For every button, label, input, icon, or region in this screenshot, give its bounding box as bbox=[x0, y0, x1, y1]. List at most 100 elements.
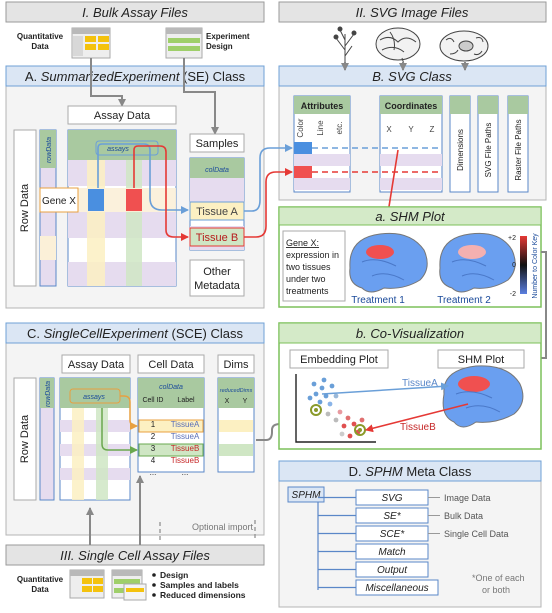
svg-paths-label: SVG File Paths bbox=[484, 123, 493, 178]
cell-id-header: Cell ID bbox=[142, 397, 163, 404]
reduced-dims-tag: reducedDims bbox=[220, 388, 253, 394]
sphm-root-box bbox=[287, 486, 325, 503]
color-key-label: Number to Color Key bbox=[532, 233, 539, 299]
covis-title: b. Co-Visualization bbox=[356, 326, 464, 341]
sphm-title: D. SPHM Meta Class bbox=[349, 464, 472, 479]
dimensions-column: Dimensions bbox=[449, 95, 471, 193]
sphm-slot-label: SCE* bbox=[380, 529, 406, 540]
sc-files-header bbox=[5, 544, 265, 566]
sce-rowdata-column: rowData bbox=[39, 377, 55, 501]
experiment-design-label-1: Experiment bbox=[206, 32, 250, 41]
raster-paths-column: Raster File Paths bbox=[507, 95, 529, 193]
sc-files-section: III. Single Cell Assay Files Quantitativ… bbox=[5, 475, 265, 601]
sce-row-data-label: Row Data bbox=[19, 414, 31, 463]
sce-assay-data-label: Assay Data bbox=[68, 359, 125, 371]
gene-x-cell bbox=[39, 187, 79, 213]
sce-dims-label-box bbox=[217, 354, 255, 374]
shm-plot-panel: a. SHM Plot Gene X: expression in two ti… bbox=[278, 206, 542, 308]
sce-row-data-label-box bbox=[13, 377, 37, 501]
sphm-slot-label: Miscellaneous bbox=[365, 583, 428, 594]
gene-desc-box bbox=[282, 230, 346, 302]
sphm-footnote-1: *One of each bbox=[472, 573, 525, 583]
sce-assay-data-label-box bbox=[61, 354, 131, 374]
sphm-slot-label: SVG bbox=[381, 493, 402, 504]
se-row-data-label-box bbox=[13, 129, 37, 287]
sphm-slot-box bbox=[355, 561, 429, 578]
gene-desc-title: Gene X: bbox=[286, 238, 319, 248]
sphm-root-label: SPHM bbox=[292, 490, 322, 501]
sc-quant-label-2: Data bbox=[31, 585, 49, 594]
sphm-footnote-2: or both bbox=[482, 585, 510, 595]
sce-assay-matrix: assays bbox=[59, 377, 131, 501]
experiment-design-icon bbox=[165, 27, 203, 59]
sce-cell-label: TissueB bbox=[171, 444, 200, 453]
tissue-b-label: Tissue B bbox=[196, 232, 238, 244]
cell-icon bbox=[439, 30, 489, 62]
sphm-slot-label: Match bbox=[378, 547, 406, 558]
se-assays-tag: assays bbox=[107, 146, 129, 153]
dimensions-label: Dimensions bbox=[456, 129, 465, 171]
sce-class-panel: C. SingleCellExperiment (SCE) Class Assa… bbox=[5, 322, 265, 536]
sce-reduced-dims: reducedDims X Y bbox=[217, 377, 255, 473]
arrow-tissue-b-covis bbox=[365, 403, 469, 433]
sc-quant-label-1: Quantitative bbox=[17, 575, 64, 584]
arrow-quant-to-assay bbox=[90, 58, 126, 107]
gene-desc-line-2: two tissues bbox=[286, 262, 331, 272]
arrow-tissue-b-to-attributes bbox=[244, 168, 293, 238]
se-class-panel: A. SummarizedExperiment (SE) Class Assay… bbox=[5, 58, 265, 309]
attributes-table: Attributes Color Line etc. bbox=[293, 95, 351, 193]
label-header: Label bbox=[177, 397, 195, 404]
color-key-mid: 0 bbox=[512, 262, 516, 269]
arrow-design-to-samples bbox=[183, 58, 219, 135]
other-metadata-box bbox=[189, 259, 245, 297]
optional-import-label: Optional import bbox=[192, 522, 254, 532]
other-metadata-label-1: Other bbox=[203, 266, 231, 278]
sce-cell-label: TissueB bbox=[171, 456, 200, 465]
sce-assays-tag: assays bbox=[83, 394, 105, 401]
coordinates-label: Coordinates bbox=[385, 101, 438, 111]
brain-treatment-1 bbox=[349, 232, 428, 293]
gene-desc-line-4: treatments bbox=[286, 286, 329, 296]
bulk-files-title: I. Bulk Assay Files bbox=[82, 5, 188, 20]
covis-brain bbox=[442, 365, 524, 428]
color-key-bottom: -2 bbox=[510, 291, 516, 298]
bullet-dot bbox=[152, 583, 156, 587]
sc-bullet-item: Samples and labels bbox=[160, 580, 239, 590]
other-metadata-label-2: Metadata bbox=[194, 280, 241, 292]
se-samples-label-box bbox=[189, 133, 245, 153]
attr-col-line: Line bbox=[316, 120, 325, 136]
brain-treatment-2 bbox=[439, 232, 516, 293]
arrow-tissue-a-to-attributes bbox=[244, 144, 293, 212]
treatment-1-label: Treatment 1 bbox=[351, 295, 405, 306]
color-key-top: +2 bbox=[508, 235, 516, 242]
arrow-assay-to-tissue-b bbox=[133, 145, 189, 241]
arrow-sce-to-covis bbox=[256, 420, 291, 441]
se-row-data-label: Row Data bbox=[19, 183, 31, 232]
quant-data-label-2: Data bbox=[31, 42, 49, 51]
raster-paths-label: Raster File Paths bbox=[514, 119, 523, 180]
gene-desc-line-1: expression in bbox=[286, 250, 339, 260]
sce-cell-id: 4 bbox=[151, 456, 156, 465]
se-rowdata-tag: rowData bbox=[46, 137, 53, 163]
sce-class-title: C. SingleCellExperiment (SCE) Class bbox=[27, 326, 244, 341]
arrow-tissue-a-covis bbox=[321, 382, 449, 395]
attr-col-color: Color bbox=[296, 118, 305, 137]
bullet-dot bbox=[152, 573, 156, 577]
sphm-slot-box bbox=[355, 543, 429, 560]
covis-panel: b. Co-Visualization Embedding Plot SHM P… bbox=[278, 322, 542, 450]
sc-bullet-item: Reduced dimensions bbox=[160, 590, 246, 600]
sce-cell-id: ... bbox=[150, 468, 157, 477]
color-key-bar bbox=[520, 236, 527, 294]
bulk-files-section: I. Bulk Assay Files Quantitative Data Ex… bbox=[5, 1, 265, 59]
covis-tissue-a-label: TissueA bbox=[402, 378, 438, 389]
treatment-2-label: Treatment 2 bbox=[437, 295, 491, 306]
coord-col-y: Y bbox=[408, 125, 414, 134]
sc-design-icon bbox=[111, 569, 147, 601]
arrow-assays-to-coldata-b bbox=[101, 408, 138, 454]
sce-cell-label: TissueA bbox=[171, 432, 200, 441]
plant-icon bbox=[333, 26, 357, 62]
sphm-slot-label: Output bbox=[377, 565, 408, 576]
